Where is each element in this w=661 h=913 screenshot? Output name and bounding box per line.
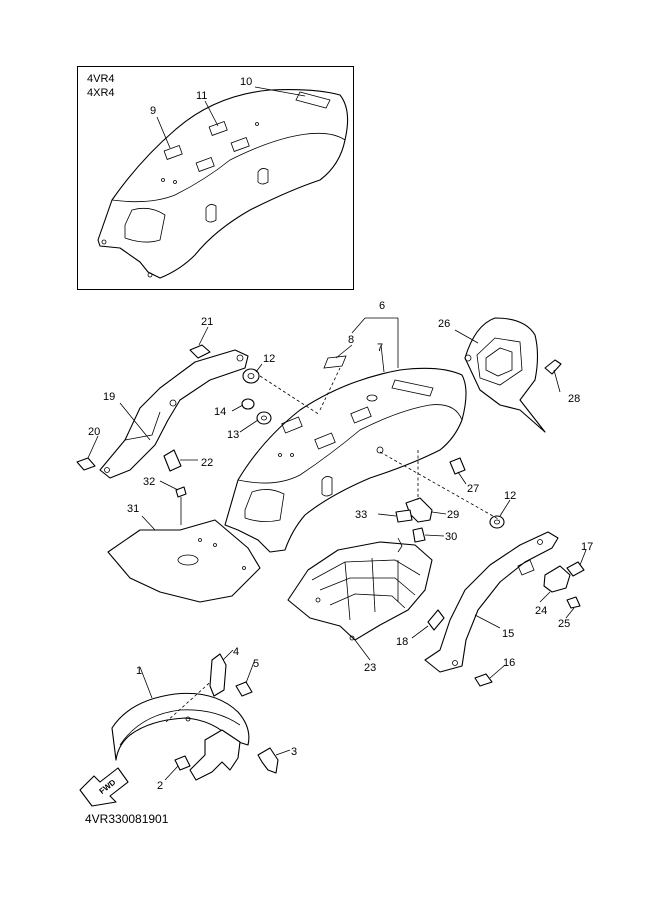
callout-4: 4 xyxy=(233,646,239,658)
callout-11: 11 xyxy=(196,90,207,102)
inner-fender xyxy=(287,541,433,661)
callout-25: 25 xyxy=(558,618,570,630)
fasteners-center xyxy=(377,450,501,553)
callout-12-right: 12 xyxy=(504,490,516,502)
callout-7: 7 xyxy=(377,342,383,354)
callout-10: 10 xyxy=(240,76,252,88)
right-stay xyxy=(411,531,587,687)
variant-code-2: 4XR4 xyxy=(87,87,115,99)
callout-19: 19 xyxy=(103,391,115,403)
callout-16: 16 xyxy=(503,657,515,669)
callout-30: 30 xyxy=(445,531,457,543)
callout-22: 22 xyxy=(201,457,213,469)
taillight-assembly xyxy=(454,317,562,433)
callout-21: 21 xyxy=(201,316,213,328)
callout-29: 29 xyxy=(447,509,459,521)
callout-18: 18 xyxy=(396,636,408,648)
callout-31: 31 xyxy=(127,503,139,515)
callout-32: 32 xyxy=(143,476,155,488)
inset-box: 4VR4 4XR4 xyxy=(77,66,354,290)
callout-12-left: 12 xyxy=(263,353,275,365)
bushings xyxy=(231,363,511,529)
left-stay xyxy=(76,326,249,479)
variant-code-1: 4VR4 xyxy=(87,73,115,85)
forward-arrow-icon: FWD xyxy=(79,767,129,807)
callout-9: 9 xyxy=(150,105,156,117)
callout-27: 27 xyxy=(467,483,479,495)
callout-5: 5 xyxy=(253,658,259,670)
front-fender xyxy=(111,649,291,781)
callout-numbers: 1 2 3 4 5 6 7 8 9 10 11 12 12 13 14 15 1… xyxy=(88,76,593,792)
callout-1: 1 xyxy=(136,665,142,677)
callout-28: 28 xyxy=(568,393,580,405)
callout-17: 17 xyxy=(581,541,593,553)
callout-33: 33 xyxy=(355,509,367,521)
callout-3: 3 xyxy=(291,746,297,758)
callout-6: 6 xyxy=(379,300,385,312)
license-plate-bracket xyxy=(107,480,261,603)
callout-2: 2 xyxy=(157,780,163,792)
rear-fender-main xyxy=(224,317,467,553)
callout-13: 13 xyxy=(227,429,239,441)
callout-15: 15 xyxy=(502,628,514,640)
callout-14: 14 xyxy=(214,406,226,418)
diagram-code: 4VR330081901 xyxy=(85,812,169,826)
callout-26: 26 xyxy=(438,318,450,330)
callout-8: 8 xyxy=(348,334,354,346)
callout-24: 24 xyxy=(535,605,547,617)
inset-rear-fender xyxy=(97,86,349,279)
callout-23: 23 xyxy=(364,662,376,674)
callout-20: 20 xyxy=(88,426,100,438)
